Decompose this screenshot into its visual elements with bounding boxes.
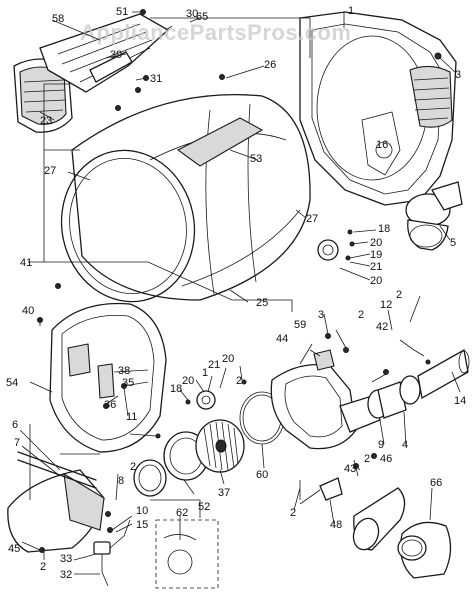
- callout-8: 8: [118, 475, 124, 487]
- callout-5: 5: [450, 237, 456, 249]
- callout-27-right: 27: [306, 213, 318, 225]
- callout-33: 33: [60, 553, 72, 565]
- callout-18-top: 18: [378, 223, 390, 235]
- callout-52: 52: [198, 501, 210, 513]
- exhaust-hood-elbow: [352, 487, 452, 579]
- callout-26: 26: [264, 59, 276, 71]
- callout-4: 4: [402, 439, 408, 451]
- callout-2-bottom-a: 2: [364, 453, 370, 465]
- callout-2-right: 2: [396, 289, 402, 301]
- callout-2-mid-b: 2: [236, 375, 242, 387]
- callout-11: 11: [126, 411, 137, 423]
- callout-46: 46: [380, 453, 392, 465]
- callout-2-bottom-left: 2: [40, 561, 46, 573]
- dryer-drum: [60, 74, 311, 303]
- callout-20-top-b: 20: [370, 275, 382, 287]
- callout-60: 60: [256, 469, 268, 481]
- callout-53: 53: [250, 153, 262, 165]
- assembly-guide-lines: [28, 17, 311, 518]
- callout-20-top-a: 20: [370, 237, 382, 249]
- callout-37: 37: [218, 487, 230, 499]
- callout-2-bottom-b: 2: [290, 507, 296, 519]
- callout-15: 15: [136, 519, 148, 531]
- callout-12: 12: [380, 299, 392, 311]
- callout-23: 23: [40, 115, 52, 127]
- callout-20-mid-b: 20: [222, 353, 234, 365]
- callout-25: 25: [256, 297, 268, 309]
- lint-duct-assembly: [7, 451, 113, 553]
- callout-2-mid: 2: [358, 309, 364, 321]
- callout-42: 42: [376, 321, 388, 333]
- exhaust-duct-parts: [367, 339, 470, 419]
- callout-43: 43: [344, 463, 356, 475]
- rear-seal-parts: [317, 229, 355, 261]
- rear-duct-outlet: [405, 181, 463, 251]
- callout-38: 38: [118, 365, 130, 377]
- callout-21-top: 21: [370, 261, 382, 273]
- callout-1: 1: [348, 5, 354, 17]
- blower-housing: [270, 333, 381, 450]
- blower-wheel: [195, 419, 245, 473]
- callout-16: 16: [376, 139, 388, 151]
- lint-housing: [39, 9, 170, 111]
- callout-62: 62: [176, 507, 188, 519]
- callout-44: 44: [276, 333, 288, 345]
- callout-18-mid: 18: [170, 383, 182, 395]
- callout-40: 40: [22, 305, 34, 317]
- callout-27-left: 27: [44, 165, 56, 177]
- rear-bulkhead-panel: [299, 11, 457, 206]
- watermark-text: AppliancePartsPros.com: [80, 20, 351, 45]
- callout-30: 30: [186, 8, 198, 20]
- callout-36: 36: [104, 399, 116, 411]
- callout-6: 6: [12, 419, 18, 431]
- callout-9: 9: [378, 439, 384, 451]
- callout-21-mid: 21: [208, 359, 220, 371]
- callout-32: 32: [60, 569, 72, 581]
- callout-leaders: [19, 11, 461, 575]
- thermal-fuse-harness: [39, 519, 131, 587]
- rear-grille: [409, 65, 453, 128]
- callout-10: 10: [136, 505, 148, 517]
- callout-65: 65: [196, 11, 208, 23]
- callout-59: 59: [294, 319, 306, 331]
- callout-14: 14: [454, 395, 466, 407]
- callout-19: 19: [370, 249, 382, 261]
- callout-20-mid-a: 20: [182, 375, 194, 387]
- callout-66: 66: [430, 477, 442, 489]
- callout-35: 35: [122, 377, 134, 389]
- callout-39: 39: [110, 49, 122, 61]
- callout-31: 31: [150, 73, 162, 85]
- front-bulkhead: [37, 283, 167, 453]
- callout-3-mid: 3: [318, 309, 324, 321]
- callout-1-mid: 1: [202, 367, 208, 379]
- callout-51: 51: [116, 6, 128, 18]
- callout-7: 7: [14, 437, 20, 449]
- drum-glide-kit: [155, 519, 219, 589]
- callout-48: 48: [330, 519, 342, 531]
- callout-2-left: 2: [130, 461, 136, 473]
- callout-54: 54: [6, 377, 18, 389]
- callout-58: 58: [52, 13, 64, 25]
- callout-3-top: 3: [455, 69, 461, 81]
- callout-41: 41: [20, 257, 32, 269]
- callout-45: 45: [8, 543, 20, 555]
- lint-screen: [13, 58, 73, 133]
- callout-labels: 51 30 65 1 58 39 31 23 26 3 16 53 27 27 …: [6, 5, 466, 581]
